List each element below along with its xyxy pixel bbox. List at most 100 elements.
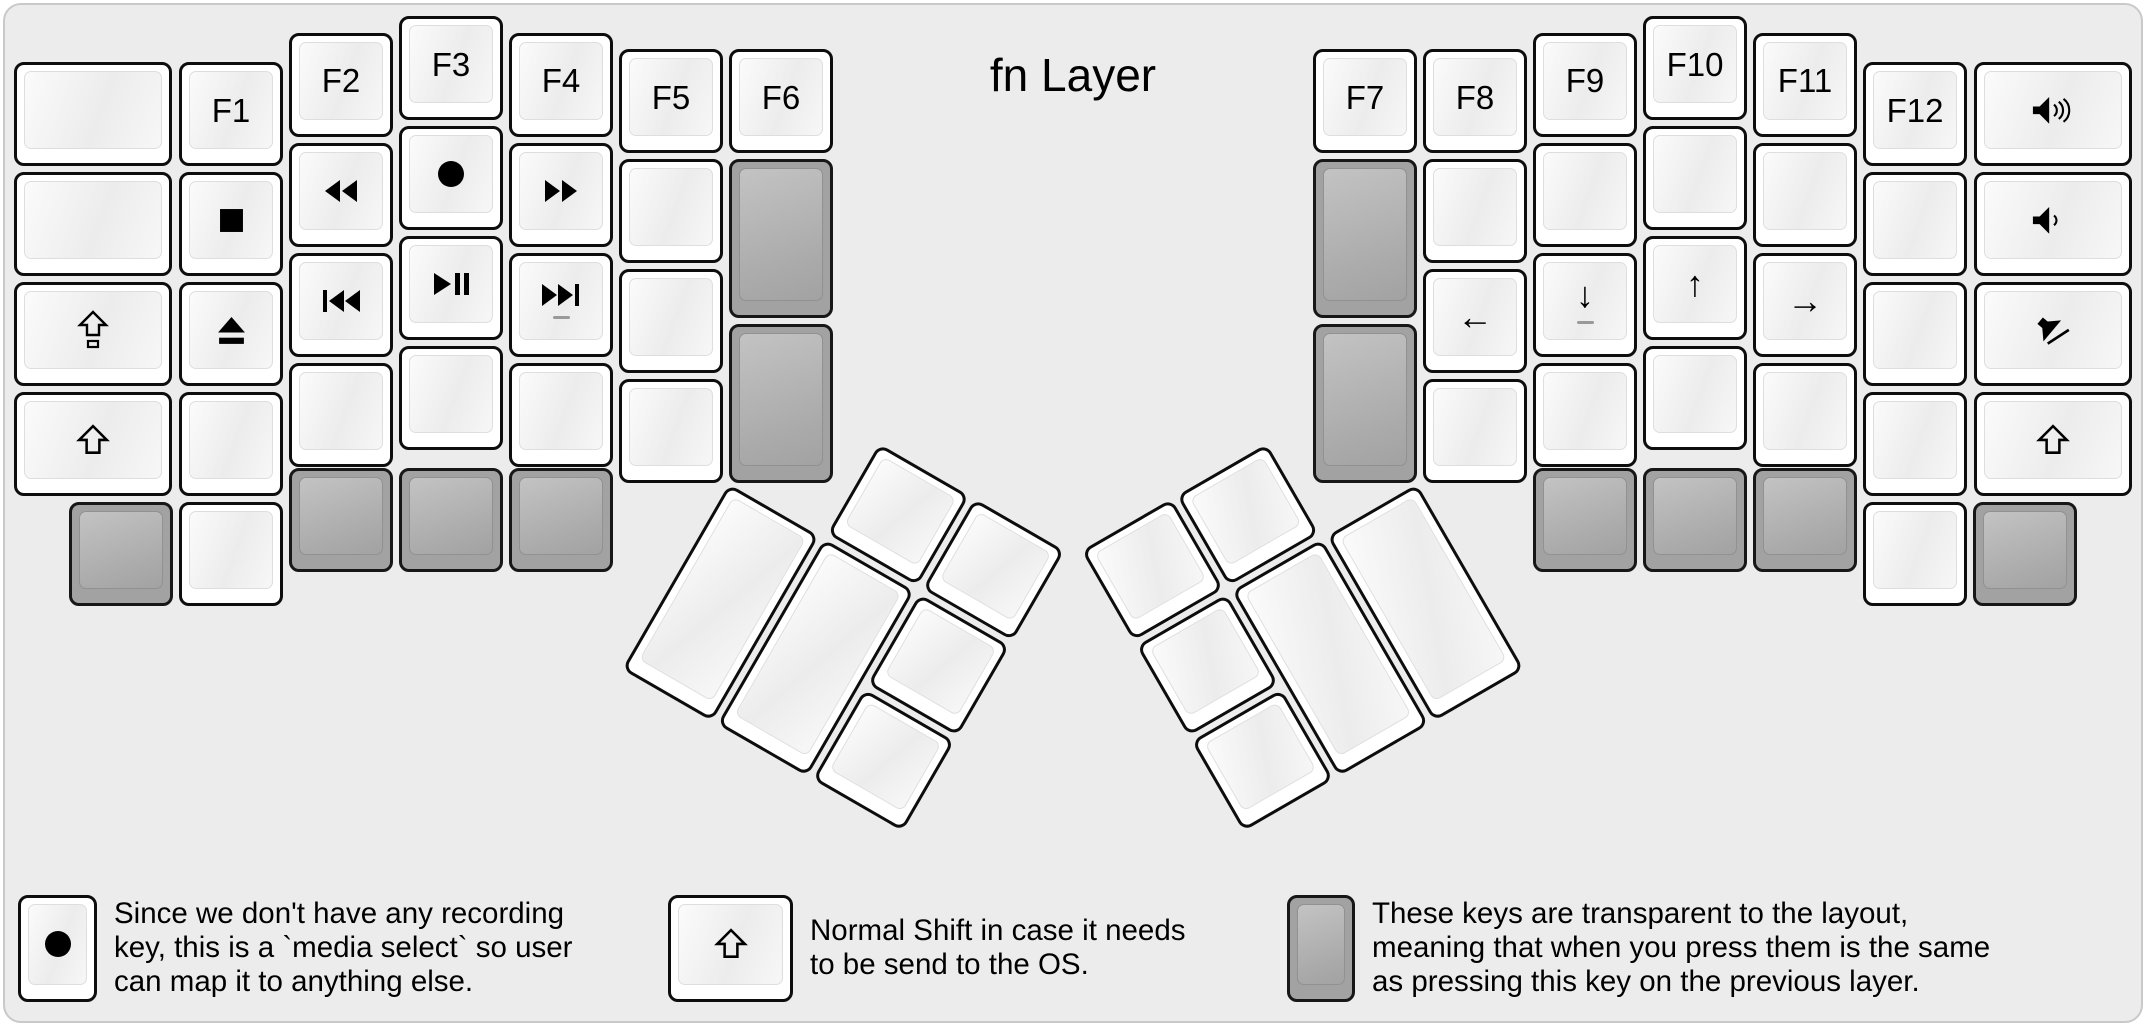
key-play-pause[interactable] bbox=[399, 236, 503, 340]
key-arrow-right[interactable]: → bbox=[1753, 252, 1857, 357]
legend-line: meaning that when you press them is the … bbox=[1372, 931, 1991, 964]
key-f9[interactable]: F9 bbox=[1533, 32, 1637, 137]
key-label: F8 bbox=[1455, 78, 1495, 116]
keycap bbox=[739, 333, 823, 466]
key-f5[interactable]: F5 bbox=[619, 49, 723, 153]
key-blank[interactable] bbox=[1643, 126, 1747, 230]
key-f4[interactable]: F4 bbox=[509, 32, 613, 137]
key-caps-lock[interactable] bbox=[14, 282, 172, 387]
key-f8[interactable]: F8 bbox=[1423, 49, 1527, 153]
key-blank[interactable] bbox=[1753, 142, 1857, 247]
key-arrow-down[interactable]: ↓ bbox=[1533, 252, 1637, 357]
key-blank[interactable] bbox=[1863, 392, 1967, 497]
key-blank[interactable] bbox=[179, 392, 283, 497]
fast-forward-icon bbox=[543, 178, 579, 204]
key-blank[interactable] bbox=[1863, 502, 1967, 606]
key-f2[interactable]: F2 bbox=[289, 32, 393, 137]
key-transparent[interactable] bbox=[1533, 468, 1637, 572]
key-transparent[interactable] bbox=[1753, 468, 1857, 572]
keycap bbox=[1543, 477, 1627, 555]
key-blank[interactable] bbox=[1423, 159, 1527, 263]
key-transparent[interactable] bbox=[1973, 502, 2077, 606]
key-transparent[interactable] bbox=[399, 468, 503, 572]
keycap bbox=[1983, 511, 2067, 589]
key-label: F6 bbox=[761, 78, 801, 116]
next-track-icon bbox=[541, 282, 581, 308]
key-transparent[interactable] bbox=[289, 468, 393, 572]
key-transparent[interactable] bbox=[509, 468, 613, 572]
shift-icon bbox=[76, 424, 110, 456]
key-shift[interactable] bbox=[14, 392, 172, 497]
keycap bbox=[409, 135, 493, 213]
key-mute[interactable] bbox=[1974, 282, 2132, 387]
key-transparent bbox=[1287, 894, 1355, 1002]
key-eject[interactable] bbox=[179, 282, 283, 387]
key-f10[interactable]: F10 bbox=[1643, 16, 1747, 120]
key-volume-up[interactable] bbox=[1974, 62, 2132, 167]
key-stop[interactable] bbox=[179, 172, 283, 277]
shift-icon bbox=[2036, 424, 2070, 456]
keycap: ← bbox=[1433, 278, 1517, 356]
key-blank[interactable] bbox=[619, 269, 723, 373]
key-transparent[interactable] bbox=[729, 159, 833, 318]
key-blank[interactable] bbox=[1423, 379, 1527, 483]
key-f11[interactable]: F11 bbox=[1753, 32, 1857, 137]
homing-bar bbox=[552, 316, 570, 319]
key-f12[interactable]: F12 bbox=[1863, 62, 1967, 167]
keycap bbox=[189, 291, 273, 370]
keycap bbox=[24, 181, 162, 260]
keycap bbox=[189, 181, 273, 260]
key-blank[interactable] bbox=[1533, 362, 1637, 467]
key-fast-forward[interactable] bbox=[509, 142, 613, 247]
key-transparent[interactable] bbox=[1313, 324, 1417, 483]
key-f7[interactable]: F7 bbox=[1313, 49, 1417, 153]
key-label: F1 bbox=[211, 91, 251, 129]
key-prev-track[interactable] bbox=[289, 252, 393, 357]
key-next-track[interactable] bbox=[509, 252, 613, 357]
key-transparent[interactable] bbox=[729, 324, 833, 483]
key-blank[interactable] bbox=[1863, 282, 1967, 387]
keycap: F1 bbox=[189, 71, 273, 150]
keycap bbox=[519, 477, 603, 555]
key-blank[interactable] bbox=[619, 379, 723, 483]
key-label: F5 bbox=[651, 78, 691, 116]
key-blank[interactable] bbox=[399, 346, 503, 450]
key-blank[interactable] bbox=[1533, 142, 1637, 247]
keycap bbox=[1094, 511, 1207, 622]
key-transparent[interactable] bbox=[1313, 159, 1417, 318]
key-record[interactable] bbox=[399, 126, 503, 230]
key-arrow-up[interactable]: ↑ bbox=[1643, 236, 1747, 340]
keycap bbox=[1873, 291, 1957, 370]
keycap bbox=[409, 245, 493, 323]
key-arrow-left[interactable]: ← bbox=[1423, 269, 1527, 373]
key-transparent[interactable] bbox=[69, 502, 173, 606]
key-blank[interactable] bbox=[14, 172, 172, 277]
keycap bbox=[79, 511, 163, 589]
key-transparent[interactable] bbox=[1643, 468, 1747, 572]
key-blank[interactable] bbox=[1643, 346, 1747, 450]
keycap bbox=[24, 71, 162, 150]
key-f6[interactable]: F6 bbox=[729, 49, 833, 153]
keycap bbox=[409, 477, 493, 555]
play-pause-icon bbox=[432, 271, 470, 297]
key-f1[interactable]: F1 bbox=[179, 62, 283, 167]
key-shift[interactable] bbox=[1974, 392, 2132, 497]
keycap bbox=[299, 261, 383, 340]
key-volume-down[interactable] bbox=[1974, 172, 2132, 277]
key-rewind[interactable] bbox=[289, 142, 393, 247]
key-f3[interactable]: F3 bbox=[399, 16, 503, 120]
key-blank[interactable] bbox=[179, 502, 283, 606]
legend-line: These keys are transparent to the layout… bbox=[1372, 897, 1909, 930]
legend-line: to be send to the OS. bbox=[810, 948, 1089, 981]
key-blank[interactable] bbox=[619, 159, 723, 263]
key-blank[interactable] bbox=[289, 362, 393, 467]
keycap bbox=[1323, 168, 1407, 301]
key-blank[interactable] bbox=[1863, 172, 1967, 277]
key-blank[interactable] bbox=[1753, 362, 1857, 467]
volume-up-icon bbox=[2031, 96, 2075, 125]
keycap bbox=[1984, 181, 2122, 260]
key-blank[interactable] bbox=[14, 62, 172, 167]
keycap bbox=[629, 168, 713, 246]
keycap bbox=[1873, 511, 1957, 589]
key-blank[interactable] bbox=[509, 362, 613, 467]
